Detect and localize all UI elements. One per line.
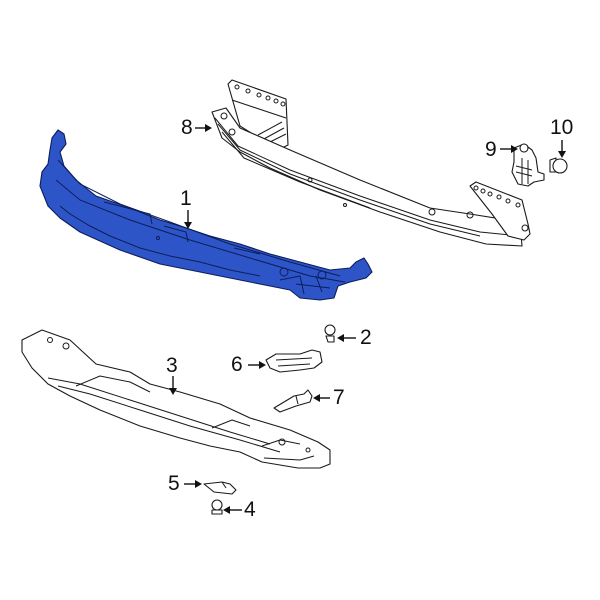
callout-5[interactable]: 5	[168, 472, 180, 495]
callout-3[interactable]: 3	[166, 354, 178, 377]
part-7-bracket[interactable]	[273, 389, 313, 413]
part-2-push-clip[interactable]	[324, 324, 336, 343]
part-3-lower-shield[interactable]	[21, 329, 331, 469]
part-6-bracket[interactable]	[265, 349, 323, 373]
callout-2[interactable]: 2	[360, 326, 372, 349]
part-4-push-clip[interactable]	[211, 499, 223, 515]
callout-arrows	[169, 124, 566, 514]
part-9-retainer-bracket[interactable]	[511, 143, 545, 187]
callout-7[interactable]: 7	[333, 386, 345, 409]
callout-4[interactable]: 4	[244, 498, 256, 521]
callout-1[interactable]: 1	[180, 187, 192, 210]
part-8-reinforcement-bar[interactable]	[211, 79, 531, 247]
callout-10[interactable]: 10	[550, 116, 574, 139]
part-5-bracket[interactable]	[203, 481, 237, 495]
callout-8[interactable]: 8	[181, 116, 193, 139]
callout-9[interactable]: 9	[485, 138, 497, 161]
part-10-retainer-clip[interactable]	[549, 157, 568, 174]
callout-6[interactable]: 6	[231, 353, 243, 376]
part-1-energy-absorber[interactable]	[39, 129, 373, 301]
